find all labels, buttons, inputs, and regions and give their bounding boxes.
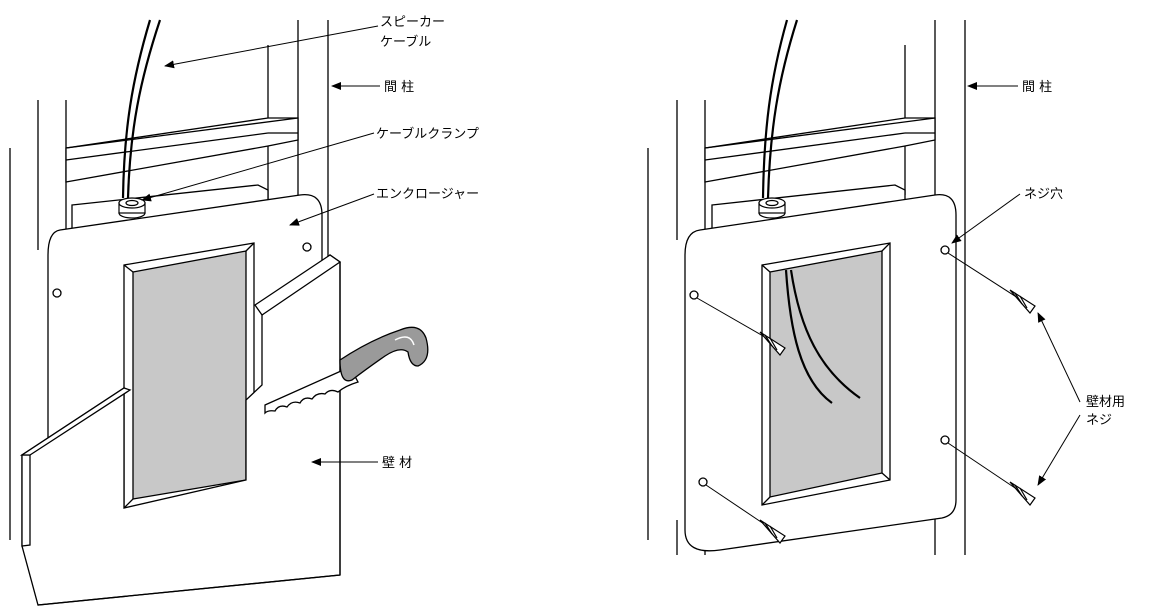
screw-hole [52,288,62,298]
enclosure-arrow [289,193,375,226]
cross-beam [65,117,299,183]
wall-screw-arrow-upper [1037,312,1081,403]
cross-beam [704,117,936,183]
stud-label: 間 柱 [384,80,414,95]
cable-clamp-label: ケーブルクランプ [376,126,479,142]
wall-screw [759,331,786,356]
cable-clamp [118,197,146,219]
window-opening [123,242,255,509]
wall-screw-arrow-lower [1037,414,1081,486]
screw-hole [698,477,708,487]
knife-handle [339,326,429,382]
speaker-cable-arrow [164,25,379,69]
right-figure [647,19,1036,555]
enclosure-label: エンクロージャー [376,187,479,202]
screw-hole-label: ネジ穴 [1024,187,1063,202]
speaker-cable-inside [784,269,861,404]
window-opening [761,242,891,506]
wall-panel [19,254,342,606]
screw-hole [940,435,950,445]
wall-material-label: 壁 材 [382,456,412,471]
right-callouts [951,82,1081,486]
left-figure [9,19,429,606]
knife-blade [264,366,359,415]
wall-screw [759,519,786,544]
stud-label: 間 柱 [1022,80,1052,95]
cable-clamp [758,197,786,219]
wall-screw-label-line2: ネジ [1086,413,1112,428]
screw-hole [689,290,699,300]
screw-guides [696,252,1019,529]
speaker-cable [121,19,162,199]
cable-clamp-arrow [141,132,375,202]
screw-hole [940,245,950,255]
wall-screw-label: 壁材用 [1086,395,1125,410]
screw-hole-arrow [951,193,1021,244]
wall-screw [1009,289,1036,314]
speaker-cable-label: スピーカー [380,15,445,30]
screw-hole [302,242,312,252]
stud-frame [676,20,966,555]
speaker-cable [761,19,799,199]
saw-knife [264,326,429,415]
wall-screw [1009,481,1036,506]
speaker-cable-label-line2: ケーブル [380,34,431,50]
left-callouts [141,25,380,466]
